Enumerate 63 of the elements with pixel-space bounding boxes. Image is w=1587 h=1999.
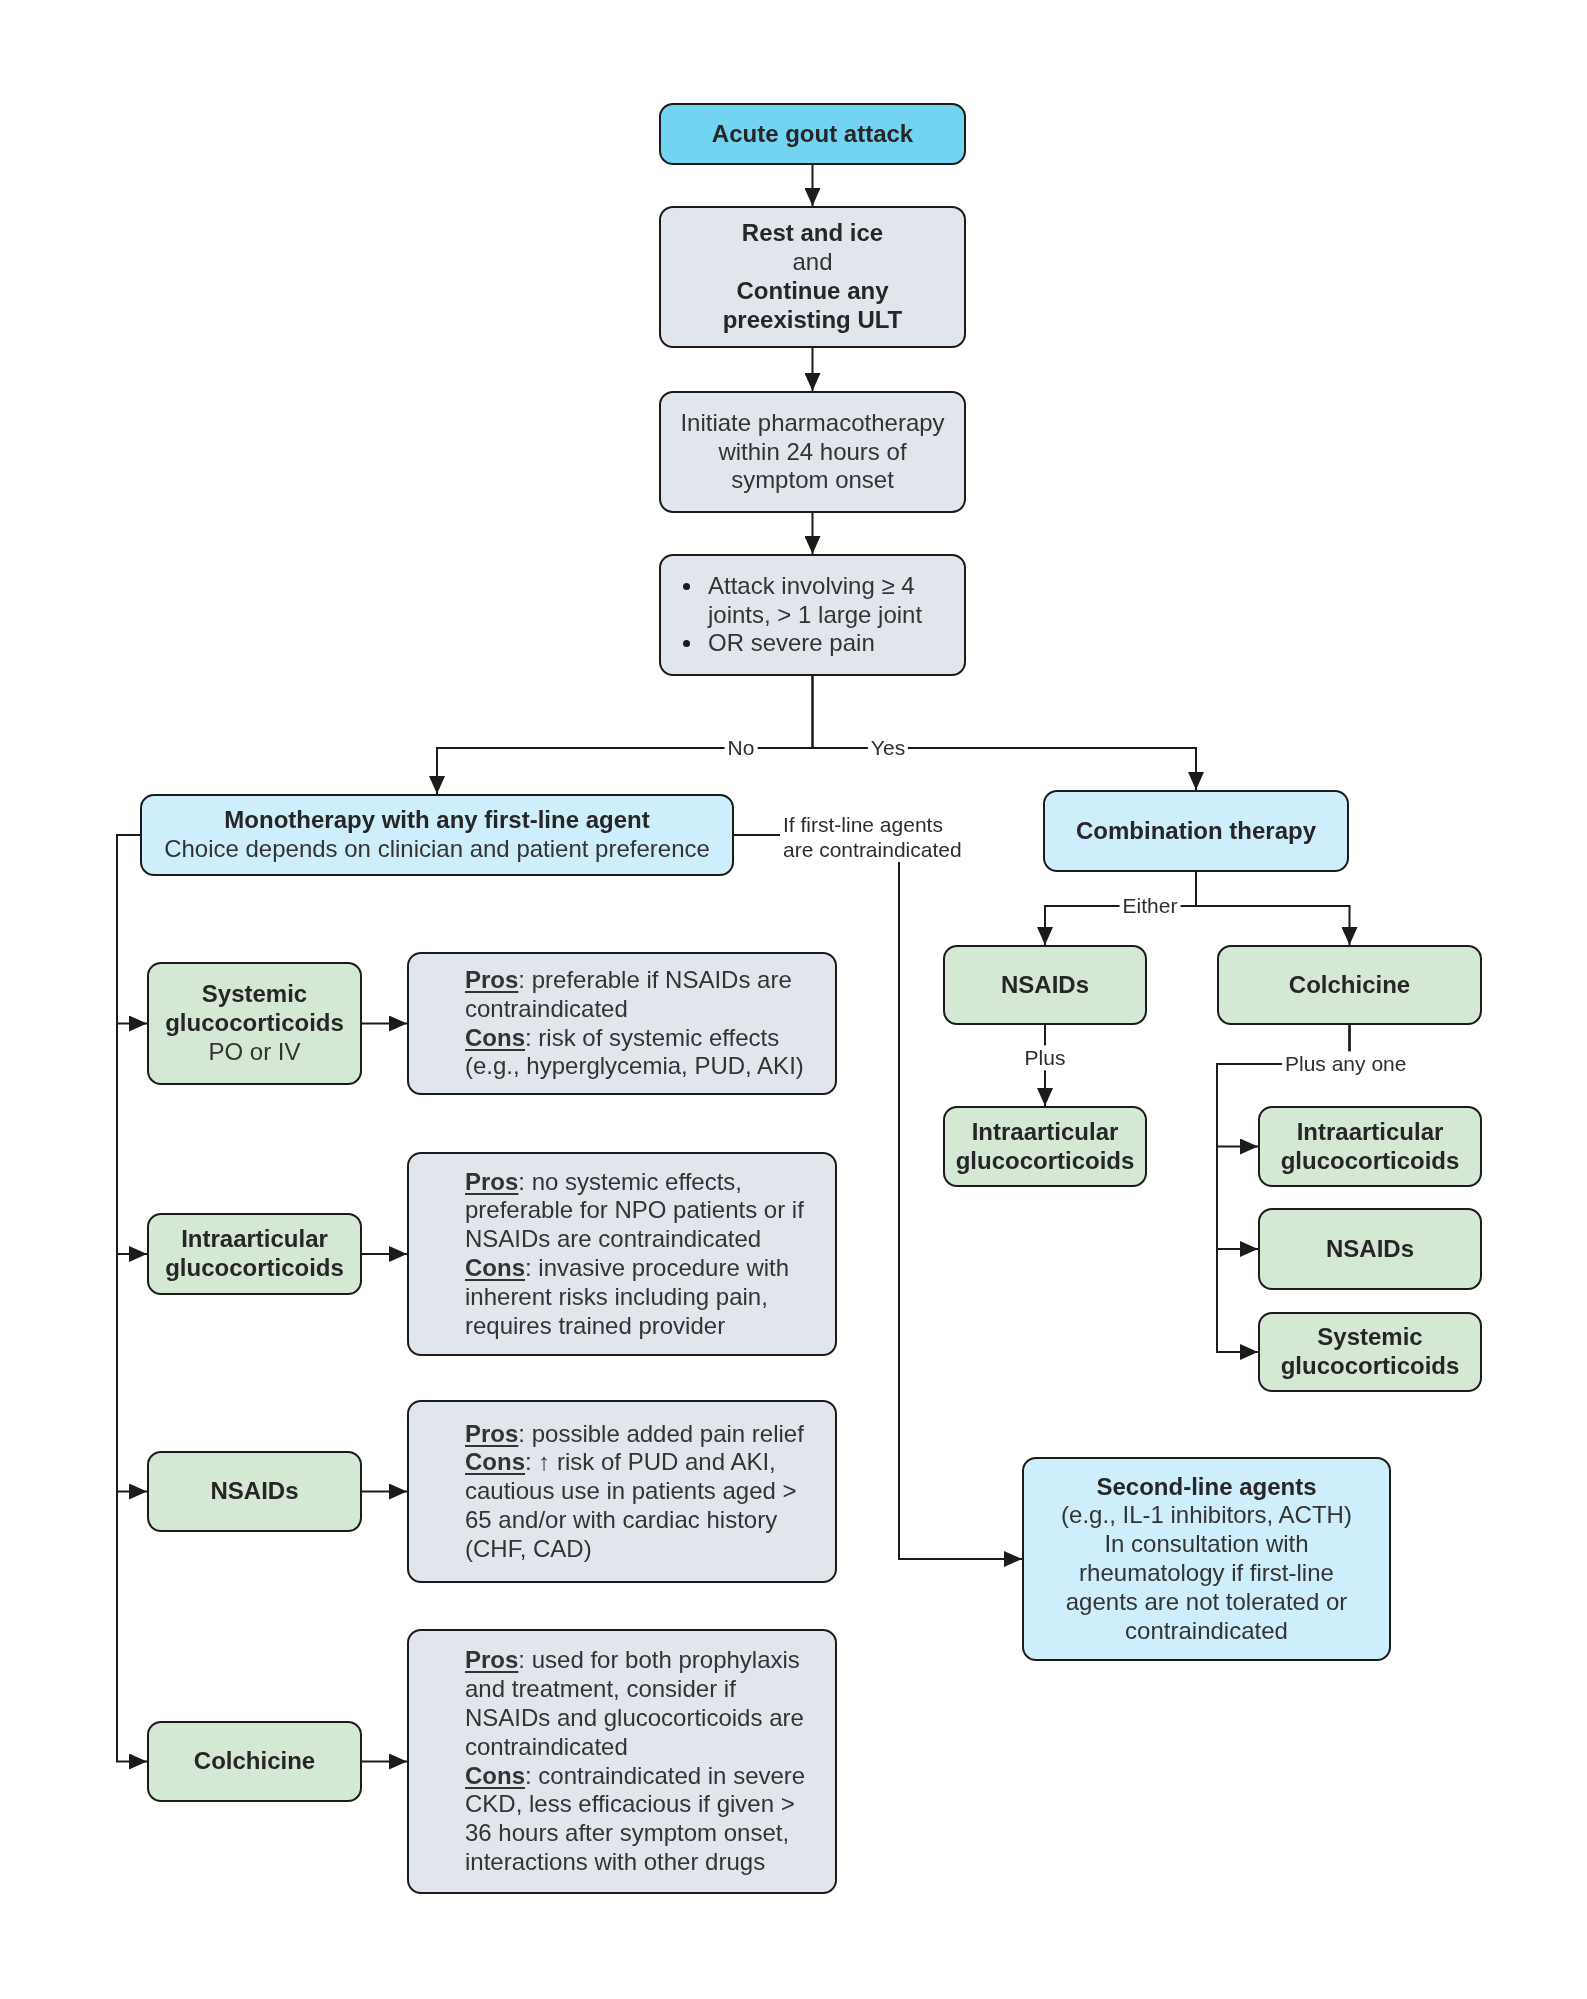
box-text: Choice depends on clinician and patient preference <box>164 835 710 864</box>
pros-cons-text: Cons: risk of systemic effects (e.g., hyperglycemia, PUD, AKI) <box>465 1023 805 1082</box>
drug-box <box>1258 1208 1482 1290</box>
arrow <box>116 834 148 1770</box>
box-text: (e.g., IL-1 inhibitors, ACTH) <box>1061 1501 1352 1531</box>
start-box <box>659 103 966 165</box>
pros-cons-box <box>407 1400 837 1583</box>
pros-cons-text: Cons: invasive procedure with inherent risks including pain, requires trained provider <box>465 1254 791 1341</box>
arrow <box>1195 871 1358 946</box>
box-heading: NSAIDs <box>1326 1234 1414 1264</box>
drug-box <box>943 945 1147 1025</box>
box-text: Initiate pharmacotherapy within 24 hours of symptom onset <box>679 408 946 496</box>
box-heading: Rest and ice <box>741 219 884 249</box>
process-box <box>659 391 966 513</box>
box-heading: Continue any preexisting ULT <box>721 277 904 335</box>
arrow <box>361 1753 408 1770</box>
pros-cons-box <box>407 1629 837 1894</box>
box-text: In consultation with rheumatology if first-line agents are not tolerated or contraindicated <box>1064 1530 1349 1646</box>
arrow <box>804 347 821 392</box>
pros-cons-text: Pros: preferable if NSAIDs are contraindicated <box>465 965 793 1024</box>
drug-box <box>1217 945 1482 1025</box>
drug-box <box>1258 1312 1482 1392</box>
arrow <box>804 164 821 207</box>
drug-box <box>1258 1106 1482 1187</box>
pros-cons-text: Pros: possible added pain relief <box>465 1419 804 1449</box>
box-heading: Systemic glucocorticoids <box>164 980 345 1038</box>
pros-cons-text: Cons: contraindicated in severe CKD, less efficacious if given > 36 hours after symptom onset, interactions with other drugs <box>465 1761 807 1877</box>
arrow <box>811 675 1204 791</box>
box-text: and <box>792 248 833 277</box>
pros-cons-box <box>407 1152 837 1356</box>
drug-box <box>943 1106 1147 1187</box>
bullet-text: OR severe pain <box>708 629 875 659</box>
pros-cons-box <box>407 952 837 1095</box>
drug-box <box>147 1721 362 1802</box>
arrow <box>361 1015 408 1032</box>
box-heading: Intraarticular glucocorticoids <box>954 1117 1136 1176</box>
box-heading: NSAIDs <box>1001 970 1089 1000</box>
treatment-box <box>1043 790 1349 872</box>
arrow <box>804 512 821 555</box>
box-heading: Second-line agents <box>1096 1472 1317 1502</box>
arrow <box>361 1246 408 1262</box>
box-text: PO or IV <box>208 1037 301 1067</box>
box-heading: Combination therapy <box>1076 816 1316 846</box>
treatment-box <box>1022 1457 1391 1661</box>
box-heading: Intraarticular glucocorticoids <box>1279 1117 1461 1176</box>
box-heading: Colchicine <box>193 1747 316 1776</box>
pros-cons-text: Cons: ↑ risk of PUD and AKI, cautious use in patients aged > 65 and/or with cardiac history (CHF, CAD) <box>465 1448 798 1564</box>
criteria-box <box>659 554 966 676</box>
drug-box <box>147 1213 362 1295</box>
box-heading: Colchicine <box>1288 970 1411 1000</box>
box-heading: Monotherapy with any first-line agent <box>224 806 650 835</box>
box-heading: Acute gout attack <box>711 119 914 149</box>
process-box <box>659 206 966 348</box>
bullet-text: Attack involving ≥ 4 joints, > 1 large joint <box>708 571 924 630</box>
treatment-box <box>140 794 734 876</box>
drug-box <box>147 1451 362 1532</box>
box-heading: Intraarticular glucocorticoids <box>164 1225 345 1283</box>
arrow <box>361 1483 408 1500</box>
pros-cons-text: Pros: used for both prophylaxis and treatment, consider if NSAIDs and glucocorticoids are contraindicated <box>465 1646 805 1762</box>
drug-box <box>147 962 362 1085</box>
box-heading: Systemic glucocorticoids <box>1279 1323 1461 1381</box>
pros-cons-text: Pros: no systemic effects, preferable for NPO patients or if NSAIDs are contraindicated <box>465 1167 805 1254</box>
box-heading: NSAIDs <box>210 1477 299 1506</box>
